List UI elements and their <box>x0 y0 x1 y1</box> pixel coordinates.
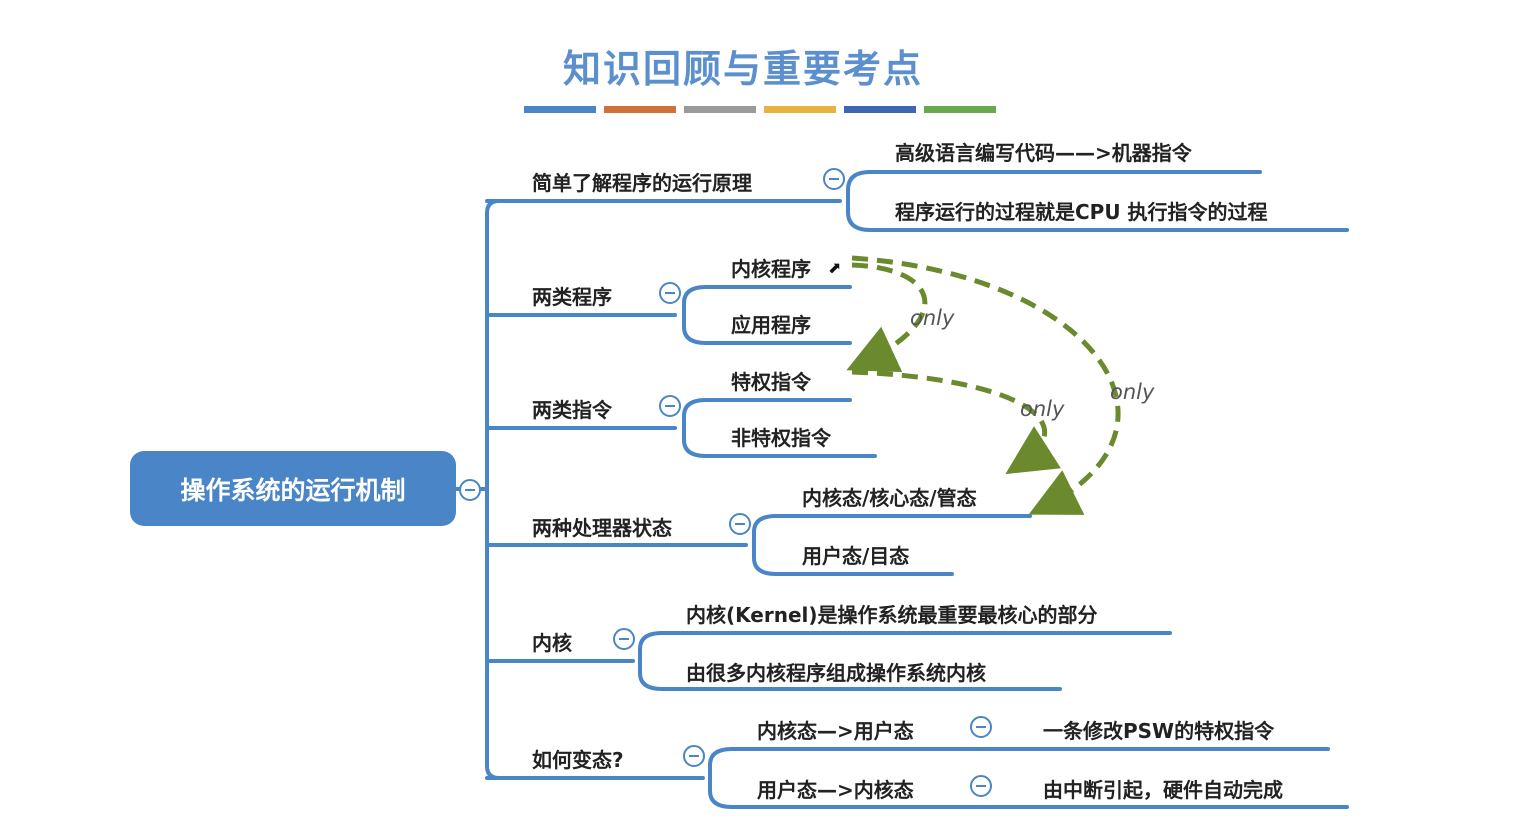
node-kernel-item-2[interactable]: 由很多内核程序组成操作系统内核 <box>686 661 986 685</box>
collapse-icon[interactable] <box>970 716 992 738</box>
collapse-icon[interactable] <box>613 628 635 650</box>
title-color-bar <box>524 106 596 113</box>
title-color-bar <box>764 106 836 113</box>
branch-program-types[interactable]: 两类程序 <box>532 285 612 309</box>
root-collapse-icon[interactable] <box>459 479 481 501</box>
relation-arrow-kernel-to-kernel-state <box>851 255 1121 515</box>
collapse-icon[interactable] <box>823 168 845 190</box>
branch-instruction-types[interactable]: 两类指令 <box>532 398 612 422</box>
connector-state-change <box>674 747 734 809</box>
node-app-program[interactable]: 应用程序 <box>731 313 811 337</box>
node-user-to-kernel-detail[interactable]: 由中断引起，硬件自动完成 <box>1043 778 1283 802</box>
title-color-bar <box>844 106 916 113</box>
node-run-item-1[interactable]: 高级语言编写代码——>机器指令 <box>895 141 1192 165</box>
node-kernel-to-user-detail[interactable]: 一条修改PSW的特权指令 <box>1043 719 1275 743</box>
page-title: 知识回顾与重要考点 <box>563 47 924 91</box>
node-kernel-item-1[interactable]: 内核(Kernel)是操作系统最重要最核心的部分 <box>686 603 1098 627</box>
connector-kernel <box>605 631 664 691</box>
node-kernel-state[interactable]: 内核态/核心态/管态 <box>802 486 977 510</box>
mouse-cursor-icon: ⬈ <box>828 260 842 277</box>
relation-arrow-privileged-to-kernel-state <box>851 369 1061 475</box>
connector-cpu-states <box>718 514 778 576</box>
collapse-icon[interactable] <box>659 395 681 417</box>
branch-state-change[interactable]: 如何变态? <box>532 748 624 772</box>
collapse-icon[interactable] <box>729 513 751 535</box>
relation-label: only <box>1110 380 1155 404</box>
connector-instruction-types <box>650 398 708 458</box>
branch-kernel[interactable]: 内核 <box>532 631 572 655</box>
node-user-to-kernel[interactable]: 用户态—>内核态 <box>757 778 914 802</box>
connector-run-principle <box>810 170 872 232</box>
branch-cpu-states[interactable]: 两种处理器状态 <box>532 516 672 540</box>
connector-program-types <box>650 285 708 345</box>
branch-run-principle[interactable]: 简单了解程序的运行原理 <box>532 171 752 195</box>
title-color-bar <box>924 106 996 113</box>
relation-label: only <box>1020 397 1065 421</box>
title-color-bar <box>604 106 676 113</box>
relation-label: only <box>910 306 955 330</box>
node-nonprivileged-instruction[interactable]: 非特权指令 <box>731 426 831 450</box>
node-privileged-instruction[interactable]: 特权指令 <box>731 370 811 394</box>
collapse-icon[interactable] <box>659 282 681 304</box>
node-run-item-2[interactable]: 程序运行的过程就是CPU 执行指令的过程 <box>895 200 1268 224</box>
collapse-icon[interactable] <box>683 745 705 767</box>
collapse-icon[interactable] <box>970 775 992 797</box>
node-user-state[interactable]: 用户态/目态 <box>802 544 910 568</box>
node-kernel-to-user[interactable]: 内核态—>用户态 <box>757 719 914 743</box>
title-color-bar <box>684 106 756 113</box>
root-node[interactable]: 操作系统的运行机制 <box>130 451 456 526</box>
relation-arrow-kernel-to-privileged <box>846 262 928 372</box>
node-kernel-program[interactable]: 内核程序 <box>731 257 811 281</box>
